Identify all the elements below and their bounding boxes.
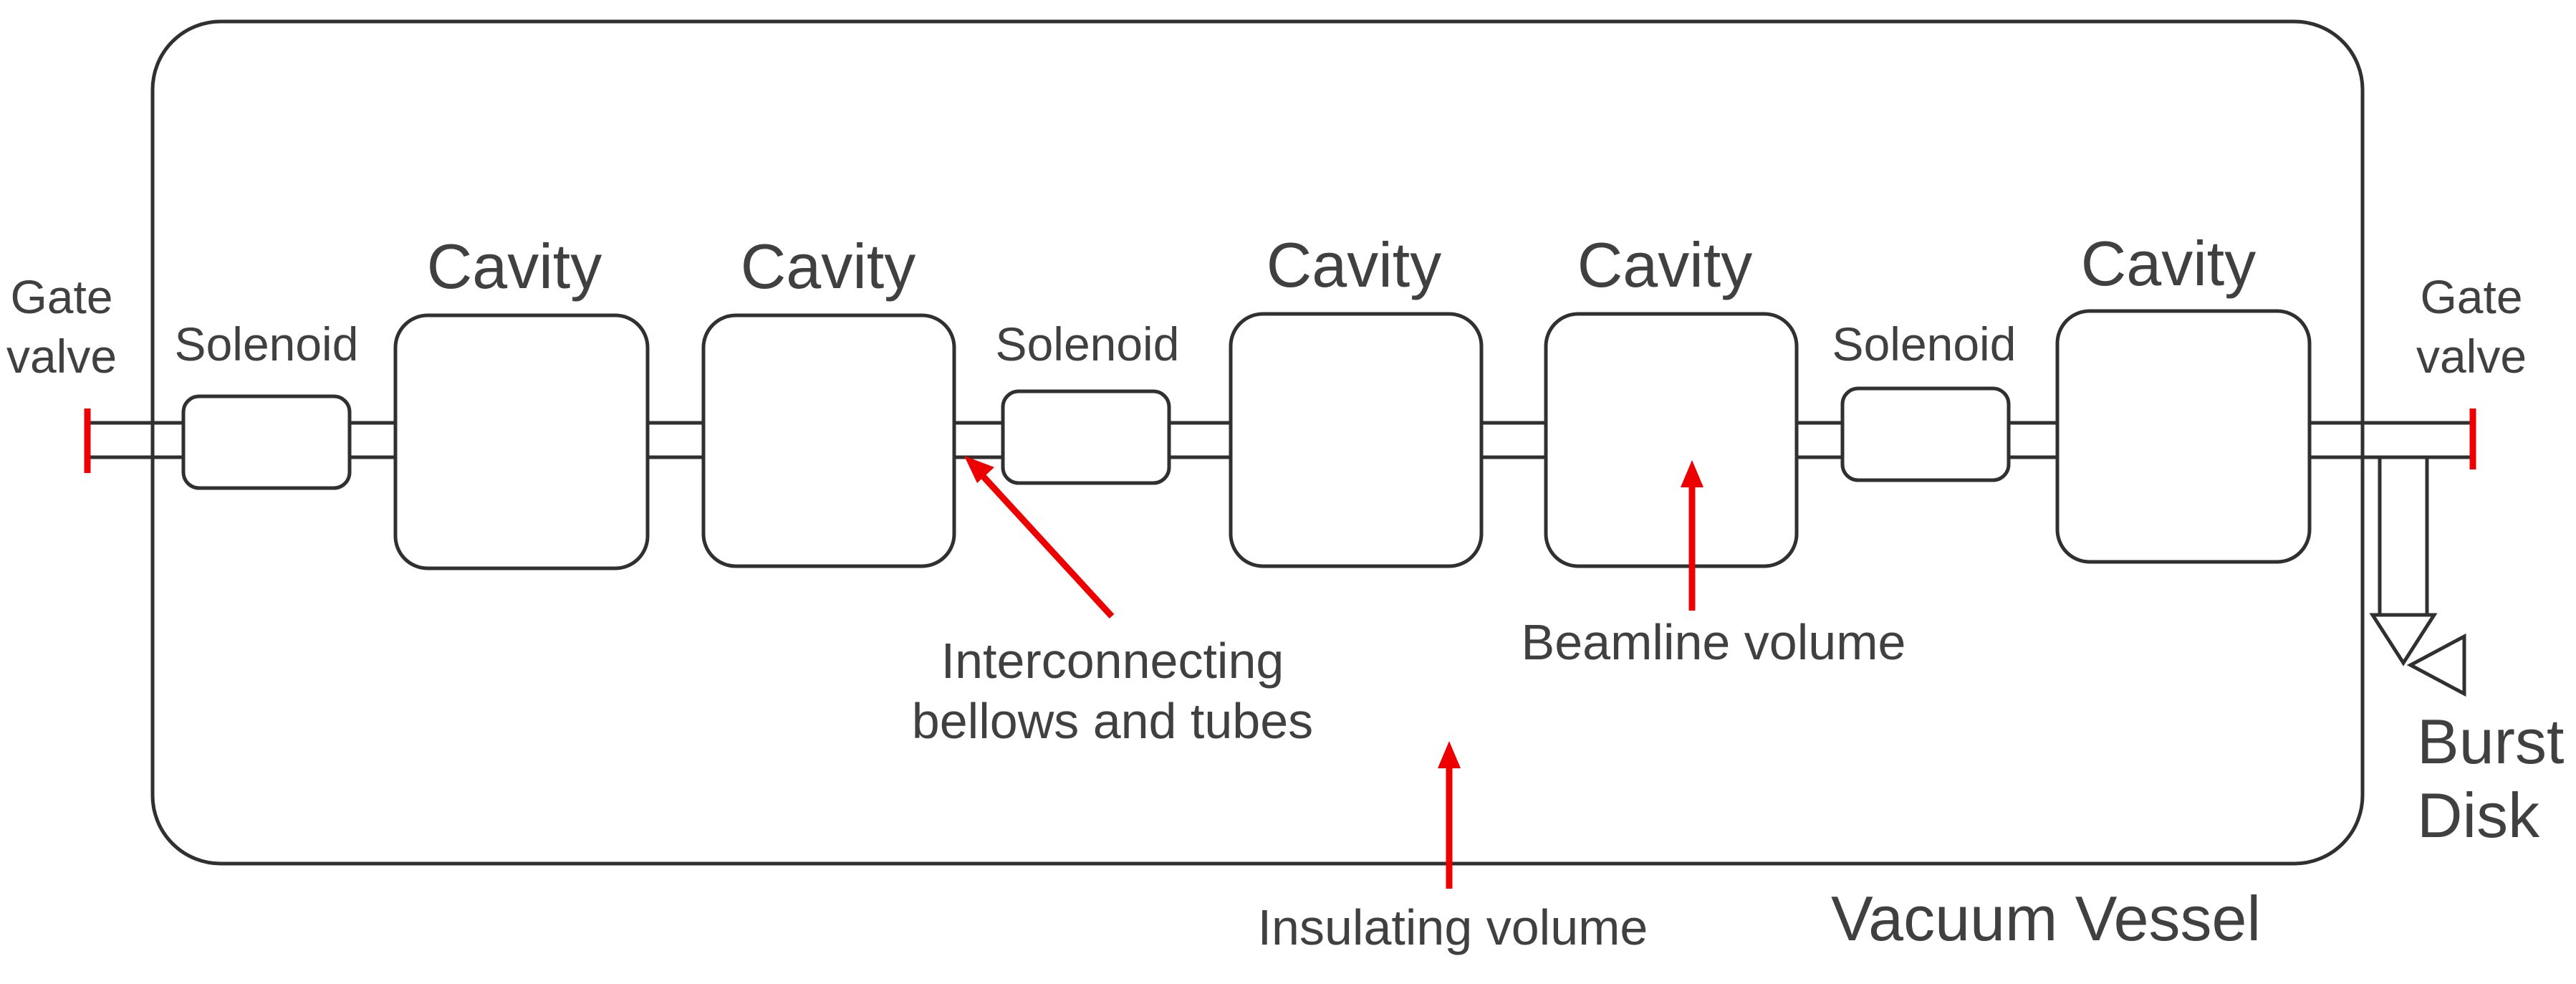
insulating-volume-label: Insulating volume bbox=[1258, 899, 1648, 955]
insulating-arrow bbox=[1438, 741, 1461, 889]
cavity-4-label: Cavity bbox=[1577, 229, 1753, 300]
burst-disk-label-line2: Disk bbox=[2417, 780, 2540, 851]
interconnecting-arrow bbox=[964, 456, 1115, 619]
solenoid-2-label: Solenoid bbox=[996, 317, 1180, 371]
interconnecting-label-line1: Interconnecting bbox=[941, 633, 1284, 689]
solenoid-2 bbox=[1001, 389, 1171, 485]
gate-valve-left-label-line2: valve bbox=[6, 330, 117, 383]
cavity-5-label: Cavity bbox=[2081, 228, 2257, 299]
solenoid-3-label: Solenoid bbox=[1832, 317, 2017, 371]
solenoid-1-label: Solenoid bbox=[175, 317, 359, 371]
burst-disk-label-line1: Burst bbox=[2417, 706, 2564, 777]
burst-disk bbox=[2369, 457, 2466, 697]
cavity-5 bbox=[2055, 309, 2312, 564]
cavity-2-label: Cavity bbox=[741, 231, 916, 302]
gate-valve-left-label-line1: Gate bbox=[10, 270, 112, 323]
solenoid-3 bbox=[1840, 386, 2011, 482]
vacuum-vessel-outline bbox=[150, 19, 2365, 866]
cavity-3-label: Cavity bbox=[1267, 229, 1442, 300]
interconnecting-label-line2: bellows and tubes bbox=[912, 693, 1313, 749]
beamline-arrow bbox=[1681, 460, 1703, 611]
gate-valve-right-label-line2: valve bbox=[2416, 330, 2527, 383]
solenoid-1 bbox=[181, 394, 352, 490]
beamline-volume-label: Beamline volume bbox=[1522, 614, 1906, 670]
gate-valve-right-label-line1: Gate bbox=[2420, 270, 2522, 323]
cavity-3 bbox=[1229, 312, 1484, 568]
vacuum-vessel-label: Vacuum Vessel bbox=[1831, 883, 2261, 954]
cavity-2 bbox=[701, 313, 956, 568]
cavity-4 bbox=[1544, 312, 1799, 568]
cavity-1-label: Cavity bbox=[427, 231, 602, 302]
cavity-1 bbox=[393, 313, 650, 570]
